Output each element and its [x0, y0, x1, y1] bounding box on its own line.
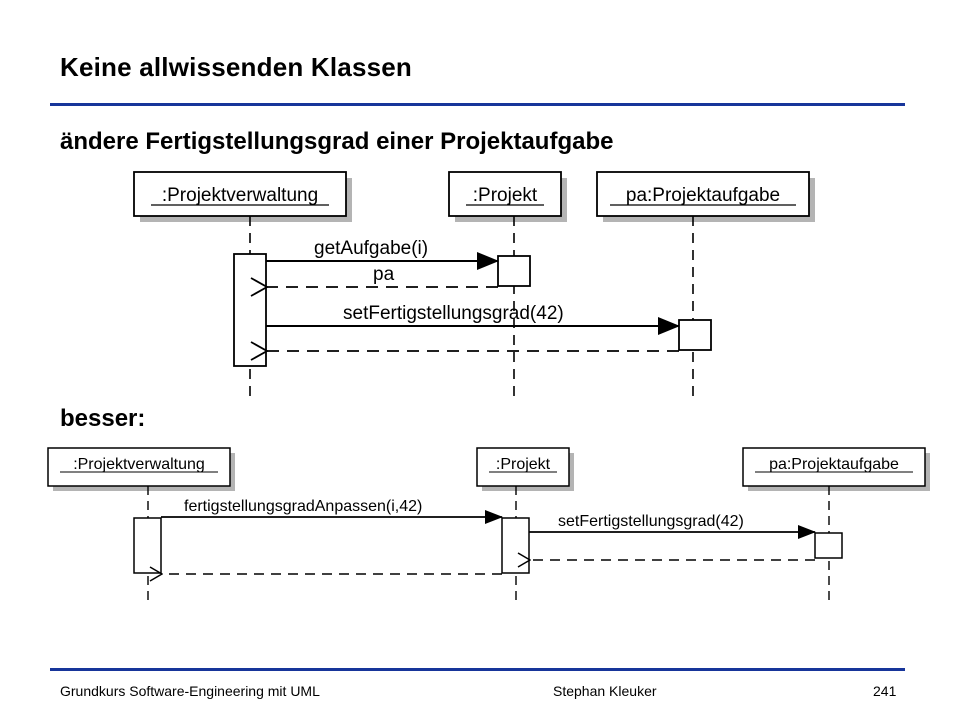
lifeline-head-projekt-2: :Projekt [476, 447, 574, 491]
diagram-original: :Projektverwaltung :Projekt pa:Projektau… [133, 171, 815, 402]
activation-projekt [497, 255, 531, 287]
message-label-setfertigstellungsgrad: setFertigstellungsgrad(42) [343, 303, 564, 324]
lifeline-head-projektaufgabe-2: pa:Projektaufgabe [742, 447, 930, 491]
footer-author: Stephan Kleuker [553, 683, 657, 699]
object-label-projektverwaltung-2: :Projektverwaltung [73, 456, 205, 473]
object-label-projekt: :Projekt [473, 185, 538, 206]
footer-divider [50, 668, 905, 671]
slide-title: Keine allwissenden Klassen [60, 52, 413, 82]
activation-projekt-2 [501, 517, 530, 574]
object-label-projekt-2: :Projekt [496, 456, 551, 473]
activation-projektaufgabe [678, 319, 712, 351]
lifeline-head-projektverwaltung: :Projektverwaltung [133, 171, 352, 222]
message-label-fertigstellungsgradanpassen: fertigstellungsgradAnpassen(i,42) [184, 498, 422, 515]
activation-projektverwaltung-2 [133, 517, 162, 574]
return-label-pa: pa [373, 264, 395, 285]
section-heading-better: besser: [60, 405, 146, 432]
section-heading-original: ändere Fertigstellungsgrad einer Projekt… [60, 128, 614, 155]
object-label-projektverwaltung: :Projektverwaltung [162, 185, 318, 206]
object-label-projektaufgabe: pa:Projektaufgabe [626, 185, 780, 206]
activation-projektverwaltung [233, 253, 267, 367]
footer-course: Grundkurs Software-Engineering mit UML [60, 683, 320, 699]
lifeline-head-projektverwaltung-2: :Projektverwaltung [47, 447, 235, 491]
title-divider [50, 103, 905, 106]
lifeline-head-projekt: :Projekt [448, 171, 567, 222]
message-label-getaufgabe: getAufgabe(i) [314, 238, 428, 259]
diagram-better: :Projektverwaltung :Projekt pa:Projektau… [47, 447, 930, 604]
activation-projektaufgabe-2 [814, 532, 843, 559]
lifeline-head-projektaufgabe: pa:Projektaufgabe [596, 171, 815, 222]
page-number: 241 [873, 683, 897, 699]
object-label-projektaufgabe-2: pa:Projektaufgabe [769, 456, 899, 473]
message-label-setfertigstellungsgrad-2: setFertigstellungsgrad(42) [558, 513, 744, 530]
